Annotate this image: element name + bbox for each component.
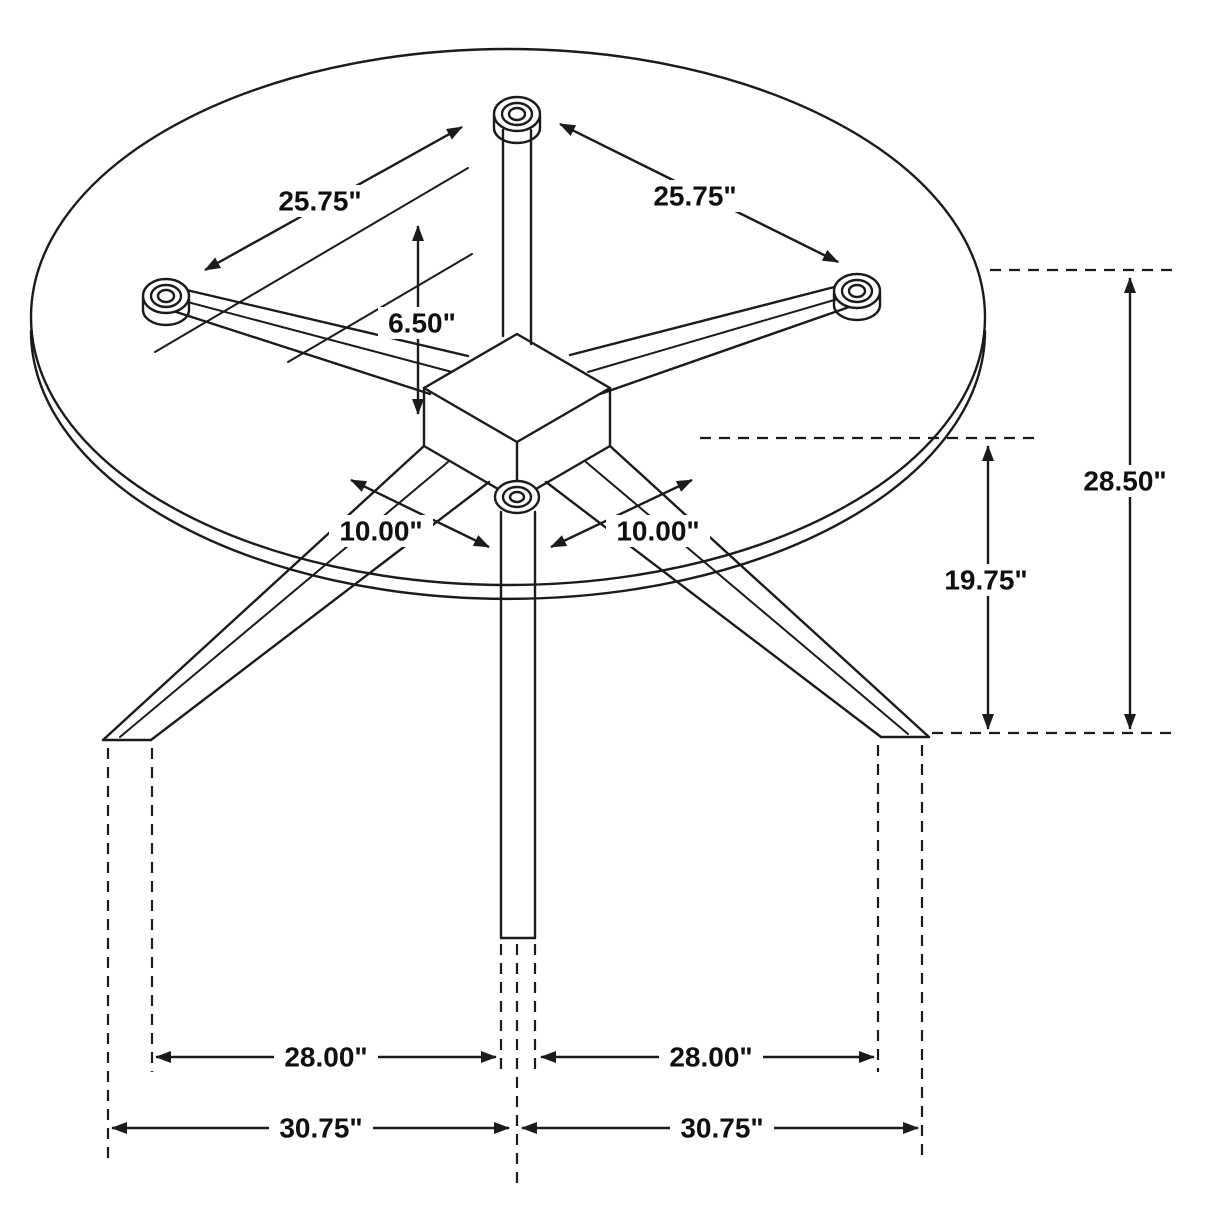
label-backdrop [1073, 465, 1177, 497]
label-backdrop [643, 180, 747, 212]
leg-face-edge [585, 461, 909, 735]
leg-inner-edge [544, 480, 883, 739]
glass-edge-thickness [29, 329, 987, 601]
hub-center [493, 479, 541, 515]
back-arm-column [501, 128, 533, 346]
dim-arrow-arm-right [550, 478, 693, 549]
glass-top [29, 47, 987, 601]
dim-label-text: 28.50" [1083, 466, 1166, 497]
right-support-arm [568, 282, 854, 396]
dim-label-text: 6.50" [388, 308, 456, 339]
hub-right [832, 272, 882, 322]
left-leg [101, 444, 491, 742]
dim-label-leg-height: 19.75" [934, 564, 1038, 596]
extension-guides [106, 268, 1178, 1190]
label-backdrop [269, 1112, 373, 1144]
dim-label-text: 10.00" [339, 516, 422, 547]
leg-inner-edge [149, 480, 491, 742]
hub-mid-ring [501, 485, 533, 509]
dim-label-glass-right: 25.75" [643, 180, 747, 212]
arm-edge [598, 304, 854, 396]
dim-label-glass-left: 25.75" [268, 185, 372, 217]
dim-label-text: 30.75" [680, 1113, 763, 1144]
hub-inner-ring [507, 106, 527, 122]
left-support-arm [168, 286, 470, 396]
dim-label-apron-drop: 6.50" [378, 307, 466, 339]
dim-label-text: 30.75" [279, 1113, 362, 1144]
hub-mid-ring [840, 278, 874, 304]
label-backdrop [268, 185, 372, 217]
dim-label-text: 25.75" [653, 181, 736, 212]
dim-label-base-right: 30.75" [670, 1112, 774, 1144]
label-backdrop [670, 1112, 774, 1144]
dim-arrow-arm-left [350, 478, 490, 549]
hub-outer-ring [493, 479, 541, 515]
label-backdrop [378, 307, 466, 339]
leg-outer-edge [101, 444, 426, 742]
hub-mid-ring [149, 283, 183, 309]
dim-label-text: 28.00" [284, 1042, 367, 1073]
hub-boss [492, 114, 542, 145]
dim-label-text: 10.00" [616, 516, 699, 547]
dim-label-arm-right: 10.00" [606, 515, 710, 547]
dimension-arrows [111, 122, 1136, 1134]
dim-label-text: 25.75" [278, 186, 361, 217]
dimension-labels: 25.75" 25.75" 6.50" 10.00" 10.00" 28.50"… [268, 180, 1177, 1144]
hub-mid-ring [500, 101, 534, 127]
arm-edge [168, 308, 432, 396]
hub-boss [832, 291, 882, 322]
block-left-face [422, 386, 519, 502]
hub-inner-ring [156, 288, 176, 304]
center-joint-block [422, 332, 612, 502]
block-top-face [422, 332, 612, 444]
label-backdrop [659, 1041, 763, 1073]
label-backdrop [934, 564, 1038, 596]
front-leg [499, 510, 537, 940]
hub-boss [141, 296, 191, 327]
dim-label-text: 19.75" [944, 565, 1027, 596]
arm-inner-edge [587, 295, 849, 373]
block-right-face [515, 386, 612, 502]
dim-label-foot-left: 28.00" [274, 1041, 378, 1073]
glass-top-surface [29, 47, 987, 587]
dim-label-arm-left: 10.00" [329, 515, 433, 547]
arm-edge [568, 282, 848, 357]
dim-label-foot-right: 28.00" [659, 1041, 763, 1073]
dim-label-overall-height: 28.50" [1073, 465, 1177, 497]
hub-left [141, 277, 191, 327]
glass-support-hubs [141, 95, 882, 515]
hub-top [492, 95, 542, 145]
label-backdrop [274, 1041, 378, 1073]
dim-label-base-left: 30.75" [269, 1112, 373, 1144]
hub-inner-ring [508, 490, 526, 504]
dim-label-text: 28.00" [669, 1042, 752, 1073]
leg-outer-edge [608, 444, 931, 739]
arm-inner-edge [179, 299, 453, 373]
label-backdrop [329, 515, 433, 547]
hub-inner-ring [847, 283, 867, 299]
label-backdrop [606, 515, 710, 547]
